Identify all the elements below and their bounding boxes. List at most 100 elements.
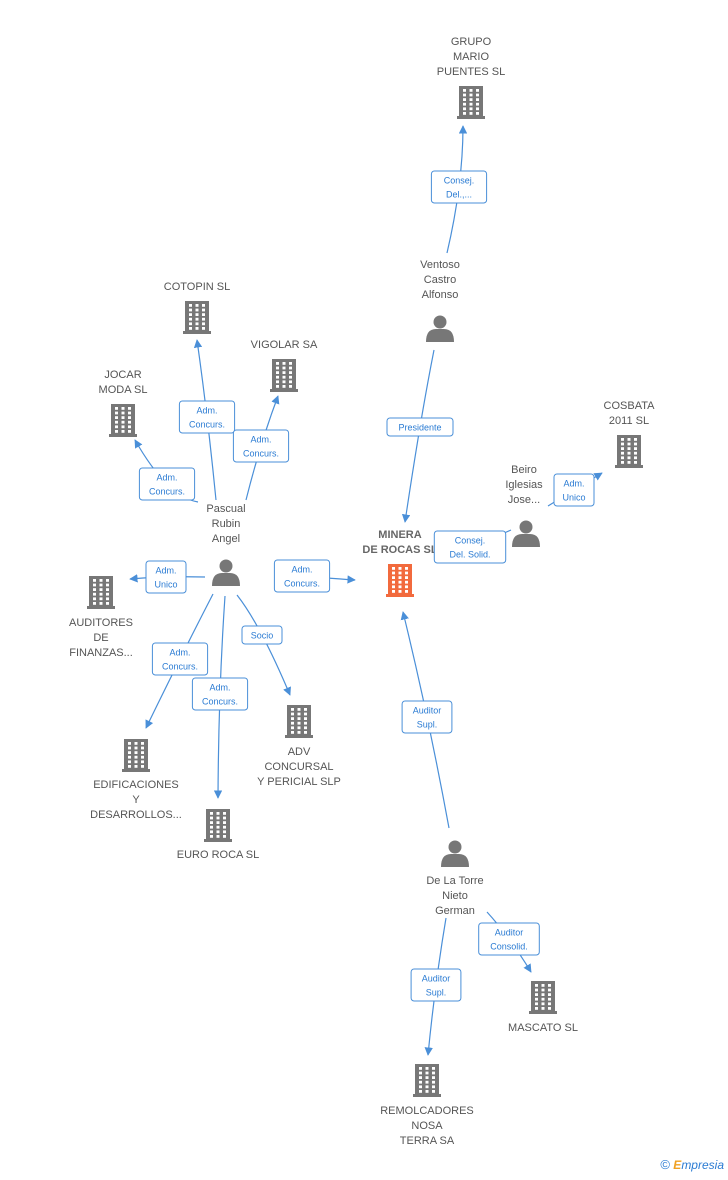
edge-label-box[interactable] bbox=[386, 417, 454, 437]
person-icon[interactable] bbox=[212, 559, 240, 587]
edge-label-beiro-to-minera[interactable]: Consej. Del. Solid. bbox=[433, 530, 507, 564]
node-label: Jose... bbox=[508, 494, 540, 506]
node-cotopin[interactable]: COTOPIN SL bbox=[164, 281, 230, 334]
edge-label-pascual-to-adv[interactable]: Socio bbox=[241, 625, 283, 645]
edge-label-text: Unico bbox=[154, 580, 177, 590]
person-icon[interactable] bbox=[426, 315, 454, 343]
node-euro_roca[interactable]: EURO ROCA SL bbox=[177, 809, 260, 861]
edge-label-text: Unico bbox=[562, 493, 585, 503]
building-icon[interactable] bbox=[457, 86, 485, 119]
building-icon[interactable] bbox=[122, 739, 150, 772]
edge-label-box[interactable] bbox=[151, 642, 209, 676]
node-label: COSBATA bbox=[604, 400, 656, 412]
building-icon[interactable] bbox=[109, 404, 137, 437]
node-label: VIGOLAR SA bbox=[251, 339, 318, 351]
building-icon[interactable] bbox=[204, 809, 232, 842]
edge-label-ventoso-to-grupo_mario[interactable]: Consej. Del.,... bbox=[430, 170, 488, 204]
edge-label-beiro-to-cosbata[interactable]: Adm. Unico bbox=[553, 473, 595, 507]
edge-label-box[interactable] bbox=[273, 559, 331, 593]
edge-label-pascual-to-euro_roca[interactable]: Adm. Concurs. bbox=[191, 677, 249, 711]
edge-label-text: Adm. bbox=[196, 406, 217, 416]
person-icon[interactable] bbox=[512, 520, 540, 548]
node-label: DE ROCAS SL bbox=[362, 544, 437, 556]
building-icon[interactable] bbox=[87, 576, 115, 609]
edge-label-text: Adm. bbox=[250, 435, 271, 445]
edges-layer bbox=[129, 125, 603, 1056]
node-label: AUDITORES bbox=[69, 617, 133, 629]
edge-label-box[interactable] bbox=[433, 530, 507, 564]
building-icon[interactable] bbox=[529, 981, 557, 1014]
edge-label-text: Del.,... bbox=[446, 190, 472, 200]
edge-label-box[interactable] bbox=[401, 700, 453, 734]
edge-label-box[interactable] bbox=[410, 968, 462, 1002]
edge-label-text: Adm. bbox=[209, 683, 230, 693]
edge-label-box[interactable] bbox=[478, 922, 540, 956]
node-label: Y PERICIAL SLP bbox=[257, 776, 341, 788]
edge-label-box[interactable] bbox=[241, 625, 283, 645]
edge-label-box[interactable] bbox=[232, 429, 290, 463]
node-label: GRUPO bbox=[451, 36, 492, 48]
edge-label-text: Del. Solid. bbox=[449, 550, 490, 560]
building-icon[interactable] bbox=[270, 359, 298, 392]
node-label: Ventoso bbox=[420, 259, 460, 271]
node-vigolar[interactable]: VIGOLAR SA bbox=[251, 339, 318, 392]
node-edificaciones[interactable]: EDIFICACIONESYDESARROLLOS... bbox=[90, 739, 182, 821]
edge-label-text: Consej. bbox=[455, 536, 486, 546]
building-icon[interactable] bbox=[285, 705, 313, 738]
node-mascato[interactable]: MASCATO SL bbox=[508, 981, 578, 1034]
edge-label-text: Socio bbox=[251, 631, 274, 641]
edge-label-pascual-to-cotopin[interactable]: Adm. Concurs. bbox=[178, 400, 236, 434]
node-label: Alfonso bbox=[422, 289, 459, 301]
node-label: Rubin bbox=[212, 518, 241, 530]
edge-label-text: Concurs. bbox=[189, 420, 225, 430]
edge-label-pascual-to-vigolar[interactable]: Adm.Concurs. bbox=[232, 429, 290, 463]
node-label: German bbox=[435, 905, 475, 917]
node-auditores[interactable]: AUDITORESDEFINANZAS... bbox=[69, 576, 133, 659]
node-label: Angel bbox=[212, 533, 240, 545]
edge-label-pascual-to-auditores[interactable]: Adm. Unico bbox=[145, 560, 187, 594]
edge-label-box[interactable] bbox=[430, 170, 488, 204]
node-label: Pascual bbox=[206, 503, 245, 515]
copyright-symbol: © bbox=[660, 1157, 670, 1172]
edge-label-ventoso-to-minera[interactable]: Presidente bbox=[386, 417, 454, 437]
edge-label-box[interactable] bbox=[145, 560, 187, 594]
node-label: MINERA bbox=[378, 529, 421, 541]
edge-label-pascual-to-minera[interactable]: Adm.Concurs. bbox=[273, 559, 331, 593]
node-beiro[interactable]: BeiroIglesiasJose... bbox=[505, 464, 543, 547]
node-label: MODA SL bbox=[99, 384, 148, 396]
node-label: COTOPIN SL bbox=[164, 281, 230, 293]
edge-label-text: Adm. bbox=[291, 565, 312, 575]
building-icon[interactable] bbox=[413, 1064, 441, 1097]
edge-label-text: Concurs. bbox=[202, 697, 238, 707]
edge-label-box[interactable] bbox=[553, 473, 595, 507]
building-icon[interactable] bbox=[183, 301, 211, 334]
edge-label-box[interactable] bbox=[138, 467, 196, 501]
node-label: CONCURSAL bbox=[264, 761, 333, 773]
edge-label-box[interactable] bbox=[191, 677, 249, 711]
edge-label-text: Consej. bbox=[444, 176, 475, 186]
building-icon[interactable] bbox=[615, 435, 643, 468]
person-icon[interactable] bbox=[441, 840, 469, 868]
edge-label-text: Adm. bbox=[155, 566, 176, 576]
edge-label-text: Adm. bbox=[563, 479, 584, 489]
edge-label-pascual-to-edificaciones[interactable]: Adm.Concurs. bbox=[151, 642, 209, 676]
edge-label-pascual-to-jocar[interactable]: Adm.Concurs. bbox=[138, 467, 196, 501]
node-minera[interactable]: MINERA DE ROCAS SL bbox=[362, 529, 438, 597]
edge-label-text: Adm. bbox=[156, 473, 177, 483]
edge-label-box[interactable] bbox=[178, 400, 236, 434]
building-icon[interactable] bbox=[386, 564, 414, 597]
edge-label-text: Supl. bbox=[417, 720, 438, 730]
brand-logo[interactable]: Empresia bbox=[673, 1158, 724, 1172]
